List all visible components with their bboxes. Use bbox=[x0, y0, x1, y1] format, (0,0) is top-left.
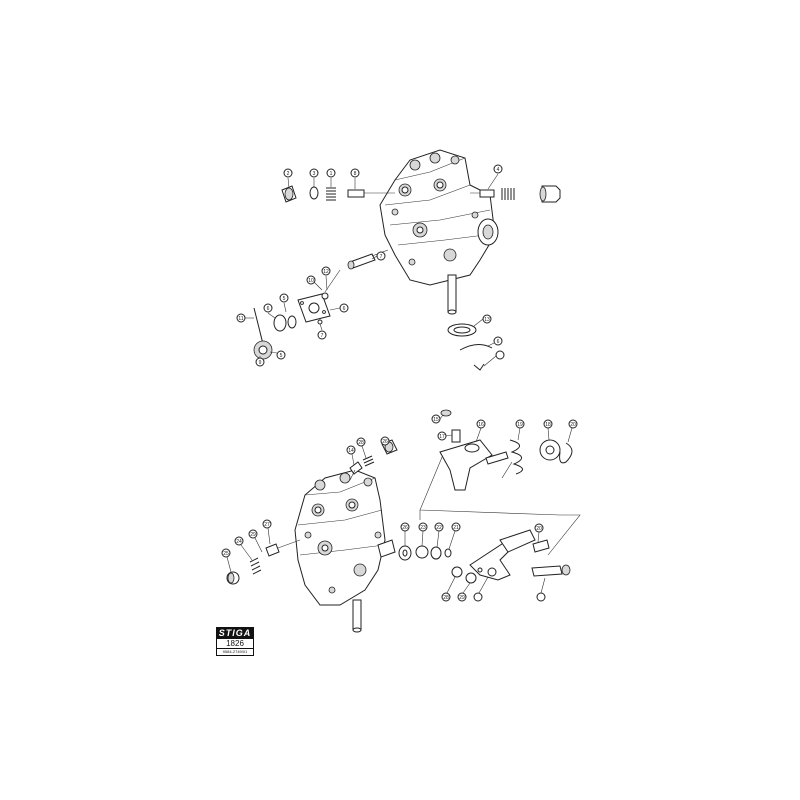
top-shaft bbox=[324, 249, 389, 293]
callout-8: 8 bbox=[354, 171, 357, 177]
callout-6: 6 bbox=[267, 306, 270, 312]
top-output-seals bbox=[447, 323, 493, 371]
linkage-frame bbox=[419, 449, 581, 556]
stiga-brand-box: STIGA 1826 9584-2749/01 bbox=[216, 627, 254, 656]
callout-13: 13 bbox=[484, 317, 490, 323]
callout-22: 22 bbox=[436, 525, 442, 531]
bottom-callouts: 15 17 16 19 18 20 14 28 26 25 24 29 2 bbox=[221, 414, 578, 602]
callout-26: 26 bbox=[382, 439, 388, 445]
callout-6b: 6 bbox=[343, 306, 346, 312]
callout-20: 20 bbox=[570, 422, 576, 428]
callout-2: 2 bbox=[287, 171, 290, 177]
callout-28: 28 bbox=[358, 440, 364, 446]
callout-28b: 28 bbox=[443, 595, 449, 601]
callout-7: 7 bbox=[380, 254, 383, 260]
callout-4: 4 bbox=[497, 167, 500, 173]
callout-11: 11 bbox=[238, 316, 243, 322]
callout-20b: 20 bbox=[536, 526, 542, 532]
top-right-hardware bbox=[479, 185, 561, 203]
callout-29: 29 bbox=[250, 532, 256, 538]
callout-5: 5 bbox=[283, 296, 286, 302]
top-callouts: 2 3 1 8 4 7 10 12 5 6 11 6 7 bbox=[236, 164, 505, 367]
callout-14: 14 bbox=[348, 448, 354, 454]
callout-9: 9 bbox=[259, 360, 262, 366]
diagram-subcode: 9584-2749/01 bbox=[216, 649, 254, 656]
callout-21: 21 bbox=[453, 525, 459, 531]
callout-3: 3 bbox=[313, 171, 316, 177]
callout-15: 15 bbox=[433, 417, 439, 423]
callout-1: 1 bbox=[330, 171, 333, 177]
callout-29b: 29 bbox=[459, 595, 465, 601]
callout-5b: 5 bbox=[280, 353, 283, 359]
stiga-logo: STIGA bbox=[216, 627, 254, 639]
callout-16: 16 bbox=[478, 422, 484, 428]
bottom-left-hardware bbox=[226, 539, 301, 585]
callout-19: 19 bbox=[517, 422, 523, 428]
callout-7b: 7 bbox=[321, 333, 324, 339]
diagram-code: 1826 bbox=[216, 639, 254, 649]
callout-18: 18 bbox=[545, 422, 551, 428]
callout-25: 25 bbox=[223, 551, 229, 557]
callout-12: 12 bbox=[323, 269, 329, 275]
callout-10: 10 bbox=[308, 278, 314, 284]
linkage-parts bbox=[398, 529, 571, 584]
callout-23: 23 bbox=[420, 525, 426, 531]
callout-6c: 6 bbox=[497, 339, 500, 345]
callout-24: 24 bbox=[236, 539, 242, 545]
callout-27: 27 bbox=[264, 522, 270, 528]
bottom-transmission-housing bbox=[294, 469, 396, 633]
top-transmission-housing bbox=[379, 149, 499, 315]
lever-assembly bbox=[439, 409, 573, 491]
callout-26b: 26 bbox=[402, 525, 408, 531]
top-flange-assembly bbox=[253, 292, 331, 360]
callout-17: 17 bbox=[439, 434, 445, 440]
